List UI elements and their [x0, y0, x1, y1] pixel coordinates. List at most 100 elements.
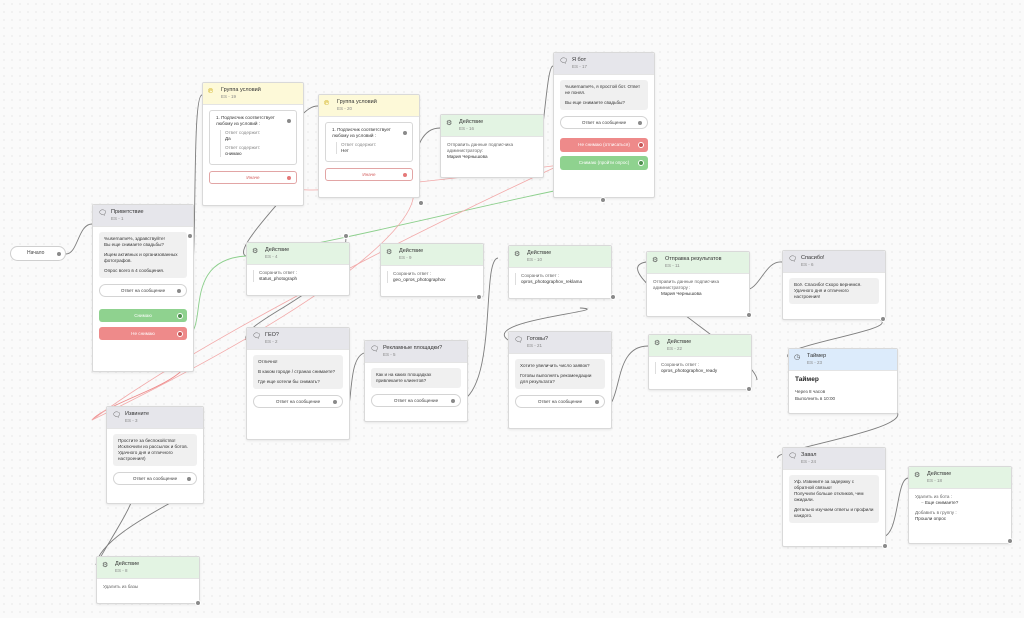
output-port[interactable]: [286, 118, 292, 124]
output-port[interactable]: [177, 312, 183, 319]
node-condition-group-20[interactable]: ℗ Группа условий ES - 20 1. Подписчик со…: [318, 94, 420, 198]
output-port[interactable]: [594, 398, 600, 405]
wire-endpoint[interactable]: [746, 386, 752, 392]
node-thanks[interactable]: 🗨 Спасибо! ES - 6 Всё. Спасибо! Скоро ве…: [782, 250, 886, 320]
node-title: Приветствие: [111, 209, 144, 215]
reply-button[interactable]: Ответ на сообщение: [560, 116, 648, 129]
wire: [95, 496, 134, 566]
output-port[interactable]: [637, 119, 643, 126]
output-port[interactable]: [56, 250, 62, 257]
node-ad-platforms[interactable]: 🗨 Рекламные площадки? ES - 5 Как и на ка…: [364, 340, 468, 422]
node-action-4[interactable]: ⚙ Действие ES - 4 Сохранить ответ : stat…: [246, 242, 350, 296]
reply-label: Ответ на сообщение: [132, 476, 178, 481]
node-send-results[interactable]: ⚙ Отправка результатов ES - 11 Отправить…: [646, 251, 750, 317]
node-title: Действие: [459, 119, 484, 125]
reply-button[interactable]: Ответ на сообщение: [515, 395, 605, 408]
output-port[interactable]: [638, 160, 644, 166]
action-value: Прошли опрос: [915, 516, 947, 521]
message-text: Уф. Извините за задержку с обратной связ…: [794, 479, 864, 502]
output-port[interactable]: [332, 398, 338, 405]
output-port[interactable]: [638, 142, 644, 148]
chat-bubble-icon: 🗨: [252, 333, 261, 340]
message-bubble: %username%, я простой бот. Ответ не поня…: [560, 80, 648, 110]
else-button[interactable]: Иначе: [209, 171, 297, 184]
action-value: opros_photographov_ready: [661, 368, 718, 373]
output-port[interactable]: [186, 475, 192, 482]
output-port[interactable]: [286, 174, 292, 181]
reply-button[interactable]: Ответ на сообщение: [253, 395, 343, 408]
node-timer[interactable]: ◷ Таймер ES - 23 Таймер Через 8 часов Вы…: [788, 348, 898, 414]
no-button[interactable]: Не снимаю: [99, 327, 187, 340]
node-geo[interactable]: 🗨 ГЕО? ES - 2 Отлично! В каком городе / …: [246, 327, 350, 440]
node-action-9[interactable]: ⚙ Действие ES - 9 Сохранить ответ : geo_…: [380, 243, 484, 297]
node-condition-group-19[interactable]: ℗ Группа условий ES - 19 1. Подписчик со…: [202, 82, 304, 206]
wire-endpoint[interactable]: [476, 294, 482, 300]
action-value: − Еще снимаете?: [921, 500, 1005, 506]
unsubscribe-button[interactable]: Не снимаю (отписаться): [560, 138, 648, 152]
message-text: Простите за беспокойство! Исключили из р…: [118, 438, 188, 461]
node-id: ES - 3: [125, 418, 138, 423]
reply-button[interactable]: Ответ на сообщение: [113, 472, 197, 485]
node-greeting[interactable]: 🗨 Приветствие ES - 1 %username%, здравст…: [92, 204, 194, 372]
output-port[interactable]: [402, 171, 408, 178]
reply-button[interactable]: Ответ на сообщение: [99, 284, 187, 297]
message-bubble: Отлично! В каком городе / странах снимае…: [253, 355, 343, 389]
output-port[interactable]: [402, 130, 408, 136]
start-label: Начало: [27, 250, 45, 256]
node-header: ℗ Группа условий ES - 20: [319, 95, 419, 117]
else-button[interactable]: Иначе: [325, 168, 413, 181]
wire-endpoint[interactable]: [1007, 538, 1013, 544]
action-icon: ⚙: [654, 340, 661, 347]
node-action-10[interactable]: ⚙ Действие ES - 10 Сохранить ответ : opr…: [508, 245, 612, 299]
wire-endpoint[interactable]: [610, 294, 616, 300]
filter-icon: ℗: [324, 100, 330, 107]
node-id: ES - 24: [801, 459, 817, 464]
output-port[interactable]: [450, 397, 456, 404]
action-icon: ⚙: [652, 257, 659, 264]
action-text: Отправить данные подписчика администрато…: [447, 142, 514, 153]
wire-endpoint[interactable]: [746, 312, 752, 318]
yes-button[interactable]: Снимаю: [99, 309, 187, 322]
wire-endpoint[interactable]: [195, 600, 201, 606]
node-overload[interactable]: 🗨 Завал ES - 24 Уф. Извините за задержку…: [782, 447, 886, 547]
node-title: ГЕО?: [265, 332, 279, 338]
node-title: Действие: [399, 248, 424, 254]
node-action-22[interactable]: ⚙ Действие ES - 22 Сохранить ответ : opr…: [648, 334, 752, 390]
node-title: Таймер: [807, 353, 827, 359]
wire-endpoint[interactable]: [882, 543, 888, 549]
node-action-8[interactable]: ⚙ Действие ES - 8 Удалить из базы: [96, 556, 200, 604]
reply-button[interactable]: Ответ на сообщение: [371, 394, 461, 407]
wire-endpoint[interactable]: [343, 233, 349, 239]
take-survey-button[interactable]: Снимаю (пройти опрос): [560, 156, 648, 170]
node-header: ℗ Группа условий ES - 19: [203, 83, 303, 105]
wire-endpoint[interactable]: [418, 200, 424, 206]
chat-bubble-icon: 🗨: [370, 346, 379, 353]
node-id: ES - 18: [927, 478, 943, 483]
node-id: ES - 17: [572, 64, 588, 69]
node-sorry[interactable]: 🗨 Извините ES - 3 Простите за беспокойст…: [106, 406, 204, 504]
node-id: ES - 21: [527, 343, 543, 348]
node-header: ◷ Таймер ES - 23: [789, 349, 897, 371]
node-id: ES - 11: [665, 263, 680, 268]
tag-text: Еще снимаете?: [924, 500, 959, 505]
node-id: ES - 16: [459, 126, 475, 131]
timer-execute-at: Выполнить в 10:00: [795, 396, 836, 401]
node-ready[interactable]: 🗨 Готовы? ES - 21 Хотите увеличить число…: [508, 331, 612, 429]
filter-icon: ℗: [208, 88, 214, 95]
output-port[interactable]: [177, 330, 183, 337]
output-port[interactable]: [176, 287, 182, 294]
node-action-18[interactable]: ⚙ Действие ES - 18 Удалить из бота : − Е…: [908, 466, 1012, 544]
wire-endpoint[interactable]: [600, 197, 606, 203]
node-title: Группа условий: [221, 87, 261, 93]
reply-label: Ответ на сообщение: [120, 288, 166, 293]
start-node[interactable]: Начало: [10, 246, 66, 261]
node-i-am-bot[interactable]: 🗨 Я бот ES - 17 %username%, я простой бо…: [553, 52, 655, 198]
action-value: status_photograph: [259, 276, 298, 281]
condition-value: Да: [225, 136, 231, 141]
wire-endpoint[interactable]: [187, 233, 193, 239]
condition-label: Ответ содержит:: [225, 130, 261, 135]
action-text: Сохранить ответ :: [259, 270, 298, 275]
wire-endpoint[interactable]: [880, 316, 886, 322]
action-icon: ⚙: [514, 251, 521, 258]
node-action-16[interactable]: ⚙ Действие ES - 16 Отправить данные подп…: [440, 114, 544, 178]
